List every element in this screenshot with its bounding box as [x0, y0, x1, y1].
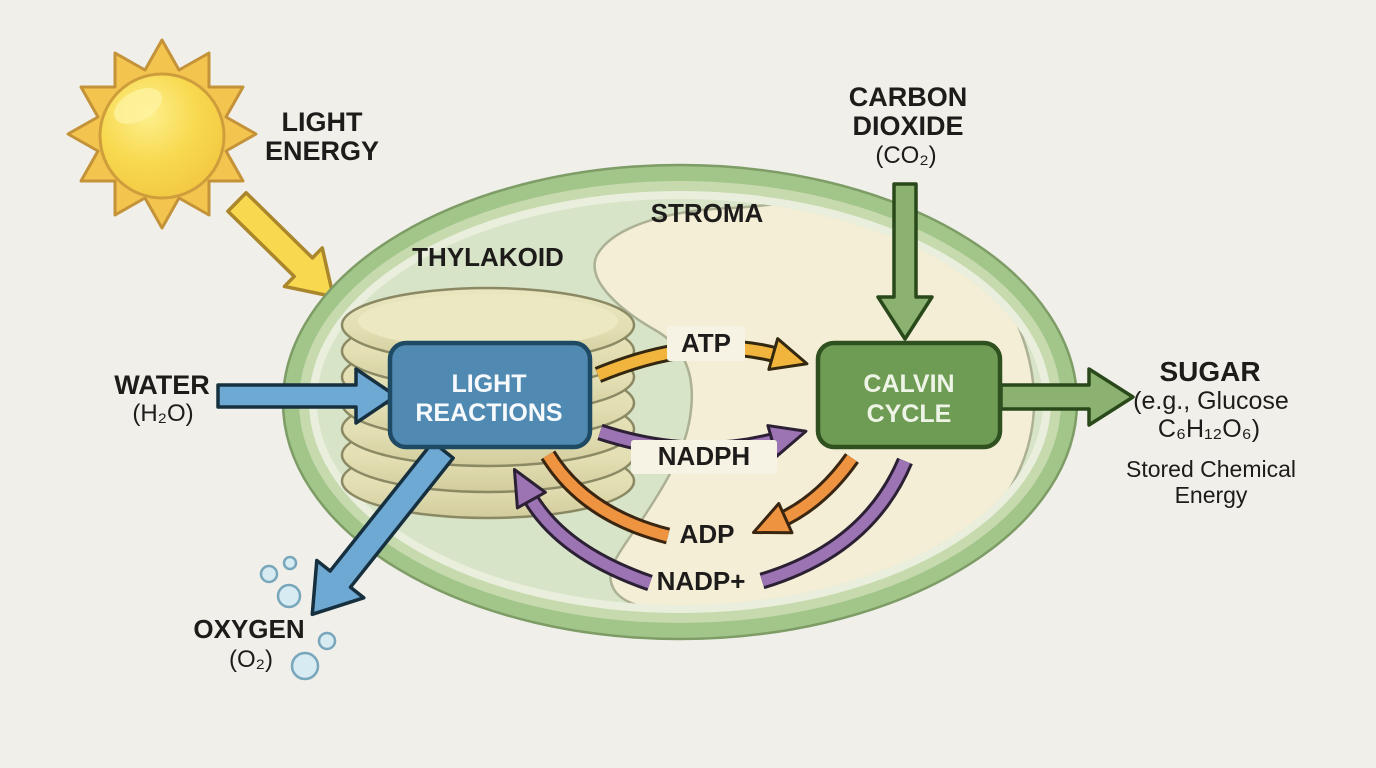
calvin-cycle-box [815, 340, 1003, 450]
light-reactions-box [387, 340, 593, 450]
nadp-arrow-right [760, 458, 911, 587]
oxygen-bubble [317, 631, 337, 651]
nadph-label-bg [631, 440, 777, 474]
sugar-note-line2: Energy [1175, 482, 1248, 508]
calvin-cycle-label-line2: CYCLE [867, 400, 952, 428]
sun-core [98, 72, 226, 200]
thylakoid-disc-top-face [358, 294, 618, 348]
nadph-label: NADPH [658, 441, 750, 471]
oxygen-formula: (O₂) [229, 646, 273, 673]
light-reactions-label-line1: LIGHT [452, 370, 527, 398]
oxygen-label: OXYGEN [193, 614, 304, 644]
sun-icon [66, 38, 258, 230]
water-formula: (H₂O) [132, 400, 193, 427]
atp-label-bg [667, 326, 745, 361]
nadp-arrow-left [523, 491, 652, 589]
stroma-label: STROMA [651, 198, 764, 228]
adp-label: ADP [680, 519, 735, 549]
co2-formula: (CO₂) [875, 142, 936, 169]
oxygen-arrow [310, 440, 455, 617]
sugar-detail-line2: C₆H₁₂O₆) [1158, 415, 1260, 443]
water-label: WATER [114, 370, 210, 400]
light-energy-label-line1: LIGHT [282, 107, 363, 137]
sugar-label: SUGAR [1159, 356, 1260, 387]
adp-arrow-right [776, 454, 857, 527]
atp-label: ATP [681, 328, 731, 358]
adp-arrow-left [543, 452, 670, 542]
oxygen-bubble [290, 651, 320, 681]
co2-arrow [876, 182, 934, 341]
nadp-label: NADP+ [657, 566, 746, 596]
sun-highlight [113, 87, 163, 125]
light-reactions-label-line2: REACTIONS [415, 399, 562, 427]
sugar-arrow [999, 367, 1135, 427]
co2-label-line2: DIOXIDE [852, 111, 963, 141]
thylakoid-label: THYLAKOID [412, 242, 564, 272]
sugar-detail-line1: (e.g., Glucose [1133, 387, 1289, 415]
co2-label-line1: CARBON [849, 82, 968, 112]
water-arrow [216, 367, 398, 425]
sugar-note-line1: Stored Chemical [1126, 456, 1296, 482]
oxygen-bubble [282, 555, 298, 571]
oxygen-bubbles [259, 555, 337, 681]
calvin-cycle-label-line1: CALVIN [863, 370, 954, 398]
light-energy-label-line2: ENERGY [265, 136, 379, 166]
oxygen-bubble [276, 583, 302, 609]
light-energy-arrow [226, 190, 336, 299]
oxygen-bubble [259, 564, 279, 584]
